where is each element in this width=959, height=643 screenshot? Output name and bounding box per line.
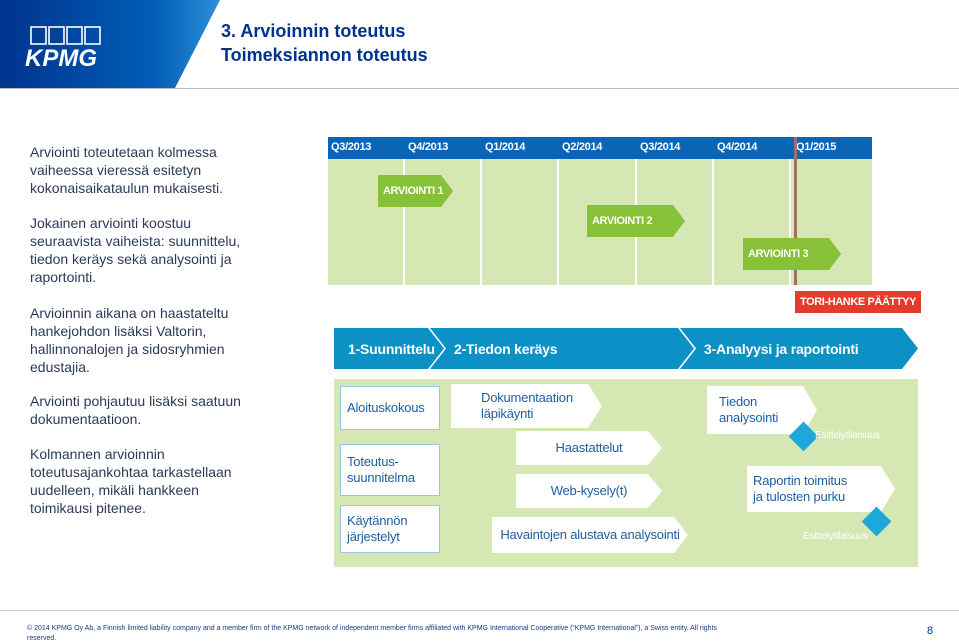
quarter-label: Q3/2014 — [640, 141, 681, 153]
activity-label: Dokumentaation läpikäynti — [481, 390, 573, 421]
paragraph-4: Arviointi pohjautuu lisäksi saatuun doku… — [30, 393, 241, 427]
header-divider — [0, 88, 959, 89]
paragraph-3: Arvioinnin aikana on haastateltu hankejo… — [30, 305, 229, 375]
milestone-label: Esittelytilaisuus — [815, 430, 880, 441]
quarter-label: Q1/2015 — [796, 141, 837, 153]
activity-label: Tiedon analysointi — [719, 394, 779, 425]
activity-aloituskokous: Aloituskokous — [340, 386, 440, 430]
quarter-divider — [712, 159, 714, 285]
activity-kaytannon-jarjestelyt: Käytännön järjestelyt — [340, 505, 440, 553]
milestone-label: Esittelytilaisuus — [803, 531, 868, 542]
project-end-marker — [794, 137, 797, 285]
page-number: 8 — [927, 625, 934, 637]
activity-label: Käytännön järjestelyt — [347, 513, 408, 544]
activity-webkysely: Web-kysely(t) — [516, 474, 662, 508]
timeline: Q3/2013 Q4/2013 Q1/2014 Q2/2014 Q3/2014 … — [328, 137, 872, 285]
activity-raportin-toimitus: Raportin toimitus ja tulosten purku — [747, 466, 895, 512]
footer-copyright: © 2014 KPMG Oy Ab, a Finnish limited lia… — [27, 625, 718, 642]
paragraph-5: Kolmannen arvioinnin toteutusajankohtaa … — [30, 446, 232, 516]
phase-data-collection: 2-Tiedon keräys — [430, 328, 694, 369]
project-end-label: TORI-HANKE PÄÄTTYY — [795, 291, 921, 313]
slide-subtitle: Toimeksiannon toteutus — [221, 45, 428, 65]
activity-label: Havaintojen alustava analysointi — [500, 527, 680, 542]
phase-analysis-reporting: 3-Analyysi ja raportointi — [680, 328, 918, 369]
quarter-label: Q4/2014 — [717, 141, 758, 153]
kpmg-logo: KPMG — [0, 0, 220, 88]
quarter-divider — [480, 159, 482, 285]
evaluation-3-arrow: ARVIOINTI 3 — [743, 238, 841, 270]
paragraph-2: Jokainen arviointi koostuu seuraavista v… — [30, 215, 241, 285]
header: KPMG 3. Arvioinnin toteutus Toimeksianno… — [0, 0, 959, 88]
quarter-label: Q2/2014 — [562, 141, 603, 153]
quarter-label: Q4/2013 — [408, 141, 449, 153]
activity-tiedon-analysointi: Tiedon analysointi — [707, 386, 817, 434]
activity-label: Haastattelut — [555, 440, 623, 455]
phase-planning: 1-Suunnittelu — [334, 328, 444, 369]
evaluation-1-arrow: ARVIOINTI 1 — [378, 175, 453, 207]
activity-label: Aloituskokous — [347, 400, 425, 415]
quarter-divider — [557, 159, 559, 285]
quarter-divider — [403, 159, 405, 285]
paragraph-1: Arviointi toteutetaan kolmessa vaiheessa… — [30, 144, 223, 196]
slide-title: 3. Arvioinnin toteutus — [221, 21, 406, 41]
activity-label: Toteutus- suunnitelma — [347, 454, 415, 485]
activity-haastattelut: Haastattelut — [516, 431, 662, 465]
activity-label: Web-kysely(t) — [550, 483, 628, 498]
footer-divider — [0, 610, 959, 611]
logo-background: KPMG — [0, 0, 220, 88]
activity-dokumentaatio: Dokumentaation läpikäynti — [451, 384, 602, 428]
activity-havaintojen-analysointi: Havaintojen alustava analysointi — [492, 517, 688, 553]
quarter-label: Q1/2014 — [485, 141, 526, 153]
quarter-label: Q3/2013 — [331, 141, 372, 153]
activity-toteutussuunnitelma: Toteutus- suunnitelma — [340, 444, 440, 496]
activity-label: Raportin toimitus ja tulosten purku — [753, 473, 848, 504]
quarter-divider — [789, 159, 791, 285]
svg-text:KPMG: KPMG — [25, 45, 97, 72]
timeline-header — [328, 137, 872, 159]
evaluation-2-arrow: ARVIOINTI 2 — [587, 205, 685, 237]
